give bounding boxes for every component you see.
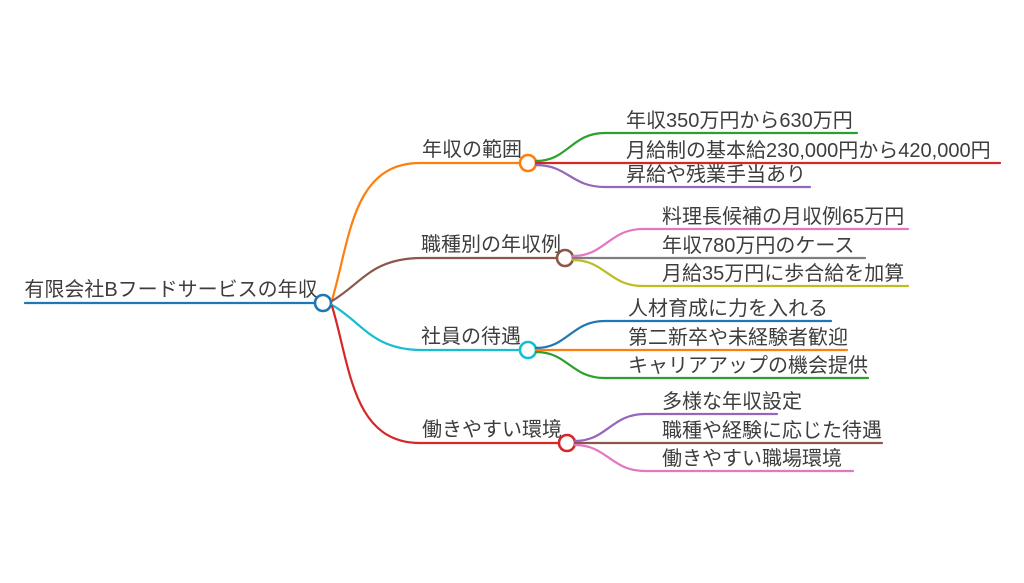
- branch-3-link: [330, 303, 521, 352]
- leaf-2-1-link: [571, 227, 910, 258]
- branch-1-link: [330, 161, 521, 302]
- branch-2-circle[interactable]: [555, 248, 575, 268]
- branch-3: 社員の待遇 人材育成に力を入れる 第二新卒や未経験者歓迎 キャリアアップの機会提…: [330, 297, 870, 380]
- leaf-2-1-label: 料理長候補の月収例65万円: [662, 205, 904, 228]
- leaf-4-3-label: 働きやすい職場環境: [662, 447, 842, 470]
- leaf-2-3-label: 月給35万円に歩合給を加算: [662, 262, 904, 285]
- leaf-4-1-link: [573, 412, 779, 443]
- root-circle[interactable]: [313, 293, 333, 313]
- branch-4: 働きやすい環境 多様な年収設定 職種や経験に応じた待遇 働きやすい職場環境: [330, 304, 884, 473]
- leaf-1-1-label: 年収350万円から630万円: [626, 109, 853, 132]
- leaf-4-2-label: 職種や経験に応じた待遇: [662, 419, 882, 442]
- branch-3-label: 社員の待遇: [421, 325, 521, 348]
- leaf-4-1-label: 多様な年収設定: [662, 390, 802, 413]
- leaf-1-2-label: 月給制の基本給230,000円から420,000円: [626, 139, 991, 162]
- root-label: 有限会社Bフードサービスの年収: [24, 278, 317, 301]
- branch-1-label: 年収の範囲: [422, 138, 522, 161]
- branch-2-label: 職種別の年収例: [421, 233, 561, 256]
- leaf-2-2-label: 年収780万円のケース: [662, 234, 854, 257]
- root-node: 有限会社Bフードサービスの年収: [23, 278, 333, 313]
- leaf-3-1-link: [534, 319, 833, 350]
- leaf-3-2-label: 第二新卒や未経験者歓迎: [628, 326, 848, 349]
- branch-4-label: 働きやすい環境: [422, 418, 562, 441]
- branch-1: 年収の範囲 年収350万円から630万円 月給制の基本給230,000円から42…: [330, 109, 1002, 302]
- leaf-3-1-label: 人材育成に力を入れる: [628, 297, 828, 320]
- leaf-4-3-link: [573, 443, 855, 473]
- leaf-3-3-link: [534, 350, 870, 380]
- leaf-3-3-label: キャリアアップの機会提供: [628, 354, 868, 377]
- leaf-1-1-link: [534, 131, 859, 163]
- branch-4-link: [330, 304, 560, 445]
- leaf-1-3-label: 昇給や残業手当あり: [626, 163, 806, 186]
- branch-1-circle[interactable]: [518, 153, 538, 173]
- branch-3-circle[interactable]: [518, 340, 538, 360]
- branch-2-link: [330, 256, 558, 303]
- leaf-2-3-link: [571, 258, 910, 288]
- branch-4-circle[interactable]: [557, 433, 577, 453]
- leaf-1-3-link: [534, 163, 812, 189]
- branch-2: 職種別の年収例 料理長候補の月収例65万円 年収780万円のケース 月給35万円…: [330, 205, 910, 303]
